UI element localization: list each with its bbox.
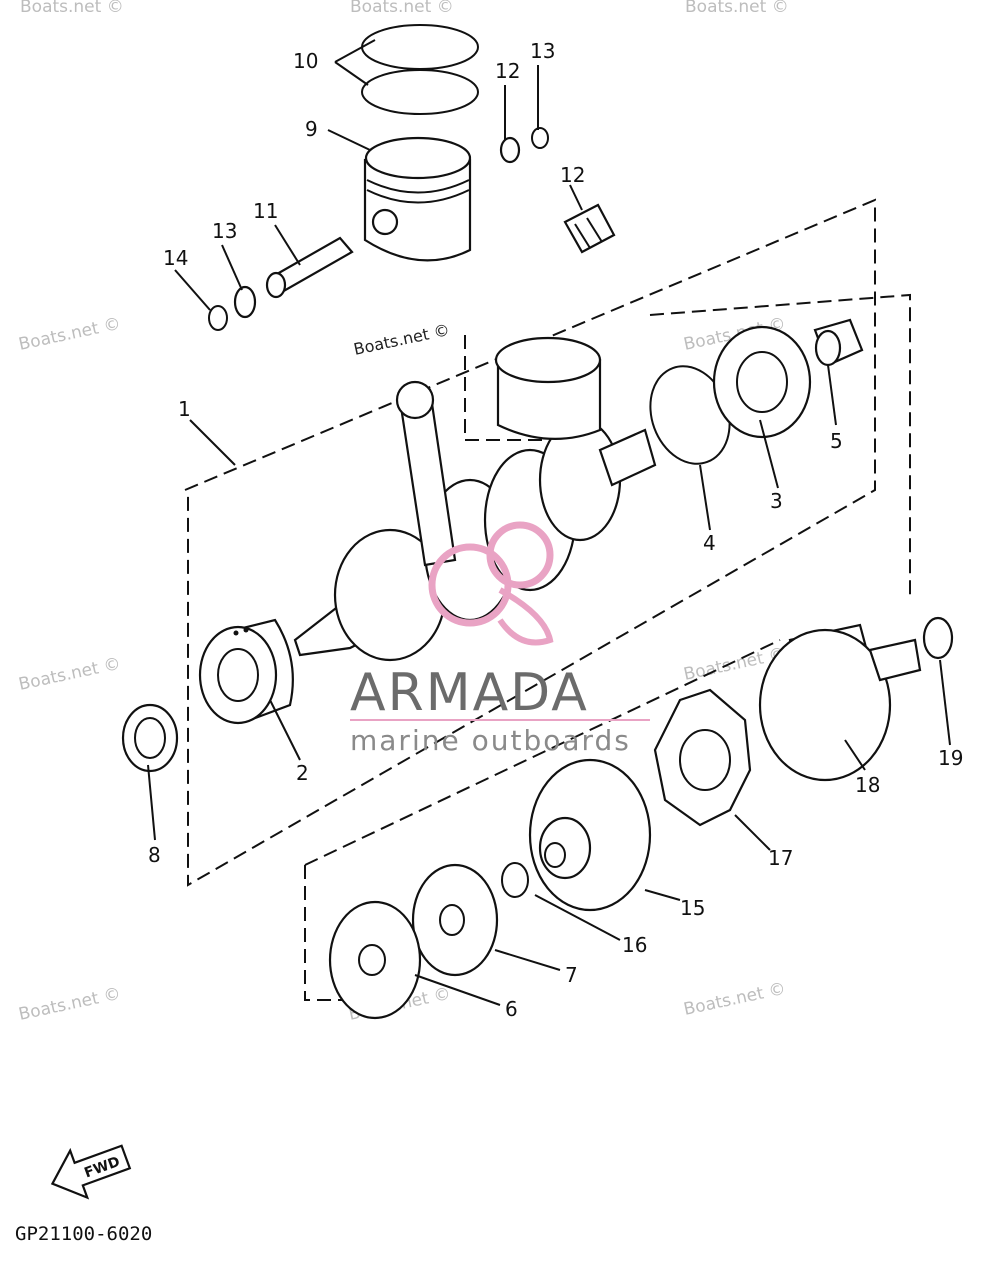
main-bearing-icon	[198, 618, 294, 725]
callout-9: 9	[305, 117, 318, 141]
coupling-housing-icon	[528, 758, 652, 912]
washer-icon	[499, 136, 521, 164]
brand-tagline: marine outboards	[350, 724, 631, 757]
bearing-group-outline	[649, 293, 911, 600]
callout-19: 19	[938, 746, 963, 770]
collar-icon	[813, 318, 864, 367]
piston-icon	[363, 136, 472, 262]
plate-icon	[328, 900, 422, 1020]
flywheel-group-outline	[304, 639, 781, 866]
washer-icon	[922, 616, 954, 660]
watermark: Boats.net ©	[17, 984, 123, 1025]
coupling-hub-icon	[758, 623, 922, 782]
crankshaft-icon	[293, 336, 657, 662]
fwd-arrow-icon: FWD	[50, 1144, 132, 1200]
bearing-icon	[712, 325, 812, 439]
piston-ring-icon	[361, 24, 479, 115]
callout-3: 3	[770, 489, 783, 513]
brand-name: ARMADA	[350, 663, 589, 723]
watermark: Boats.net ©	[682, 979, 788, 1020]
washer-icon	[233, 285, 257, 319]
callout-12: 12	[560, 163, 585, 187]
watermark: Boats.net ©	[17, 654, 123, 695]
circlip-icon	[208, 305, 228, 331]
watermark: Boats.net ©	[17, 314, 123, 355]
piston-group-outline	[464, 335, 590, 441]
needle-bearing-icon	[563, 203, 616, 254]
watermark: Boats.net ©	[350, 0, 454, 17]
callout-16: 16	[622, 933, 647, 957]
o-ring-icon	[501, 862, 529, 898]
brand-logo-icon	[428, 521, 554, 646]
watermark: Boats.net ©	[685, 0, 789, 17]
piston-pin-icon	[265, 236, 354, 299]
callout-4: 4	[703, 531, 716, 555]
callout-13: 12	[495, 59, 520, 83]
oil-seal-icon	[121, 703, 179, 773]
callout-12-text: 12	[560, 163, 585, 187]
crankshaft-assembly-outline	[184, 198, 876, 887]
callout-10: 10	[293, 49, 318, 73]
callout-18: 18	[855, 773, 880, 797]
callout-17: 17	[768, 846, 793, 870]
damper-icon	[653, 688, 752, 827]
callout-7: 7	[565, 963, 578, 987]
callout-5: 5	[830, 429, 843, 453]
callout-2: 2	[296, 761, 309, 785]
callout-8: 8	[148, 843, 161, 867]
watermark: Boats.net ©	[20, 0, 124, 17]
callout-1: 1	[178, 397, 191, 421]
callout-15: 15	[680, 896, 705, 920]
watermark: Boats.net ©	[352, 320, 451, 359]
callout-13: 13	[212, 219, 237, 243]
callout-6: 6	[505, 997, 518, 1021]
leader-lines	[147, 39, 951, 1006]
callout-14: 13	[530, 39, 555, 63]
callout-14: 14	[163, 246, 188, 270]
circlip-icon	[531, 127, 549, 149]
diagram-code: GP21100-6020	[15, 1223, 152, 1245]
plate-icon	[411, 863, 499, 977]
callout-11: 11	[253, 199, 278, 223]
damper-icon	[679, 729, 731, 791]
